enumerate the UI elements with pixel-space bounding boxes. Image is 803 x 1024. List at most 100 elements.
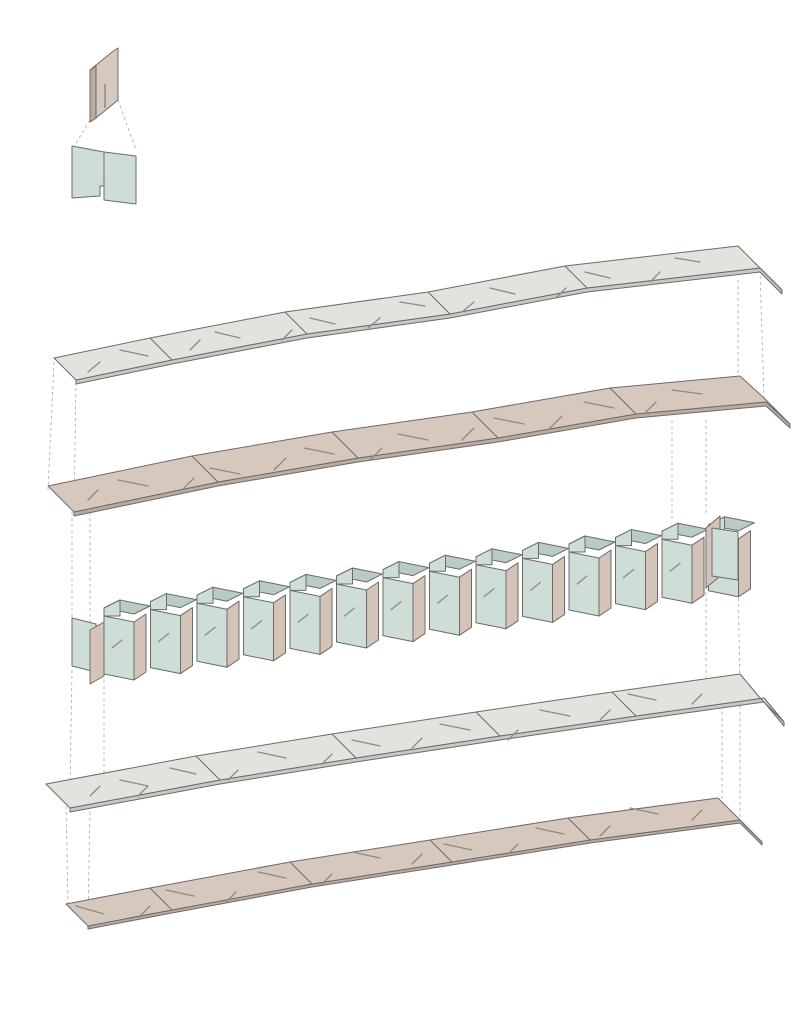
slot-mark xyxy=(643,401,657,415)
fin-face xyxy=(196,602,228,668)
fin-divider xyxy=(691,536,705,604)
fin-divider xyxy=(273,594,286,662)
fin-wall xyxy=(568,535,586,553)
panel-face xyxy=(47,375,791,513)
panel-seam xyxy=(195,755,221,781)
fin-face xyxy=(289,589,321,655)
slot-mark xyxy=(204,626,216,636)
slot-mark xyxy=(507,729,519,741)
fin-face xyxy=(382,577,414,643)
panel-seam xyxy=(475,711,501,737)
fin-face xyxy=(661,538,693,604)
slot-mark xyxy=(281,329,293,341)
slot-mark xyxy=(549,415,563,429)
fin-wall xyxy=(196,586,214,604)
fin-divider xyxy=(552,555,565,623)
slot-mark xyxy=(622,568,635,579)
fin-divider xyxy=(598,549,612,617)
slot-mark xyxy=(627,693,657,701)
fin-face xyxy=(522,557,553,623)
slot-mark xyxy=(157,632,170,643)
fin-face xyxy=(150,609,181,675)
slot-mark xyxy=(117,479,149,487)
fin-wall xyxy=(382,561,400,579)
fin-wall xyxy=(150,593,167,611)
slot-mark xyxy=(535,827,565,835)
fin-wall xyxy=(336,567,353,585)
slot-mark xyxy=(671,389,703,395)
fin-wall xyxy=(429,554,446,572)
slot-mark xyxy=(343,607,356,617)
panel-seam xyxy=(284,311,308,335)
fin-panel-right xyxy=(103,151,137,205)
slot-mark xyxy=(119,349,149,357)
fin-wall xyxy=(103,599,121,617)
panel-seam xyxy=(427,291,451,315)
slot-mark xyxy=(397,433,429,441)
slot-mark xyxy=(411,853,423,865)
guide-line xyxy=(71,119,91,151)
slot-mark xyxy=(461,301,475,313)
fin-divider xyxy=(133,613,147,681)
fin-panel-left xyxy=(71,145,105,199)
fin-wall xyxy=(243,580,260,598)
slot-mark xyxy=(691,809,703,821)
slot-mark xyxy=(351,739,381,747)
slot-mark xyxy=(273,457,287,471)
fin-divider xyxy=(319,587,333,655)
fin-face xyxy=(243,596,274,662)
fin-divider xyxy=(738,530,751,598)
panel-seam xyxy=(567,817,591,841)
panel-seam xyxy=(429,839,453,863)
top-light-panel xyxy=(53,245,783,385)
fin-face xyxy=(475,564,507,630)
fin-face xyxy=(429,570,460,636)
panel-edge xyxy=(75,267,783,385)
detail-green-fin xyxy=(71,145,137,205)
panel-seam xyxy=(331,431,359,459)
slot-mark xyxy=(390,600,402,611)
slot-mark xyxy=(507,843,519,855)
slot-mark xyxy=(227,769,239,781)
guide-line xyxy=(65,799,69,907)
fin-core-row xyxy=(71,515,755,685)
slot-mark xyxy=(214,331,241,339)
slot-mark xyxy=(576,575,588,585)
slot-mark xyxy=(411,737,423,749)
fin-end-panel xyxy=(711,527,739,581)
slot-mark xyxy=(169,767,197,775)
fin-wall xyxy=(522,541,539,559)
slot-mark xyxy=(674,257,701,263)
fin-face xyxy=(336,583,367,649)
slot-mark xyxy=(669,562,681,572)
slot-mark xyxy=(369,447,383,461)
slot-mark xyxy=(257,871,287,879)
fin-wall xyxy=(661,522,679,540)
panel-seam xyxy=(609,387,637,415)
slot-mark xyxy=(367,317,381,329)
fin-face xyxy=(568,551,600,617)
fin-divider xyxy=(459,568,472,636)
slot-mark xyxy=(461,427,475,441)
panel-seam xyxy=(564,265,588,289)
fin-divider xyxy=(505,562,519,630)
panel-edge xyxy=(87,819,763,930)
slot-mark xyxy=(599,825,611,837)
fin-wall xyxy=(289,573,307,591)
slot-mark xyxy=(111,639,123,649)
slot-mark xyxy=(399,301,426,307)
slot-mark xyxy=(529,581,542,592)
slot-mark xyxy=(649,271,661,283)
slot-mark xyxy=(489,287,516,295)
slot-mark xyxy=(321,753,333,765)
slot-mark xyxy=(493,417,525,425)
slot-mark xyxy=(583,401,615,409)
slot-mark xyxy=(351,851,381,859)
alignment-guides xyxy=(47,99,765,923)
panel-seam xyxy=(289,861,313,885)
panel-seam xyxy=(471,411,499,439)
panel-seam xyxy=(611,691,637,717)
slot-mark xyxy=(75,905,105,915)
guide-line xyxy=(69,669,73,791)
